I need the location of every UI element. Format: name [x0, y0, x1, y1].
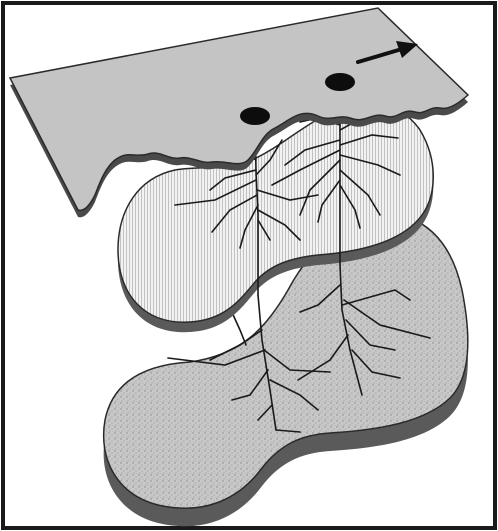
right-dot — [325, 73, 355, 91]
left-dot — [240, 107, 270, 125]
